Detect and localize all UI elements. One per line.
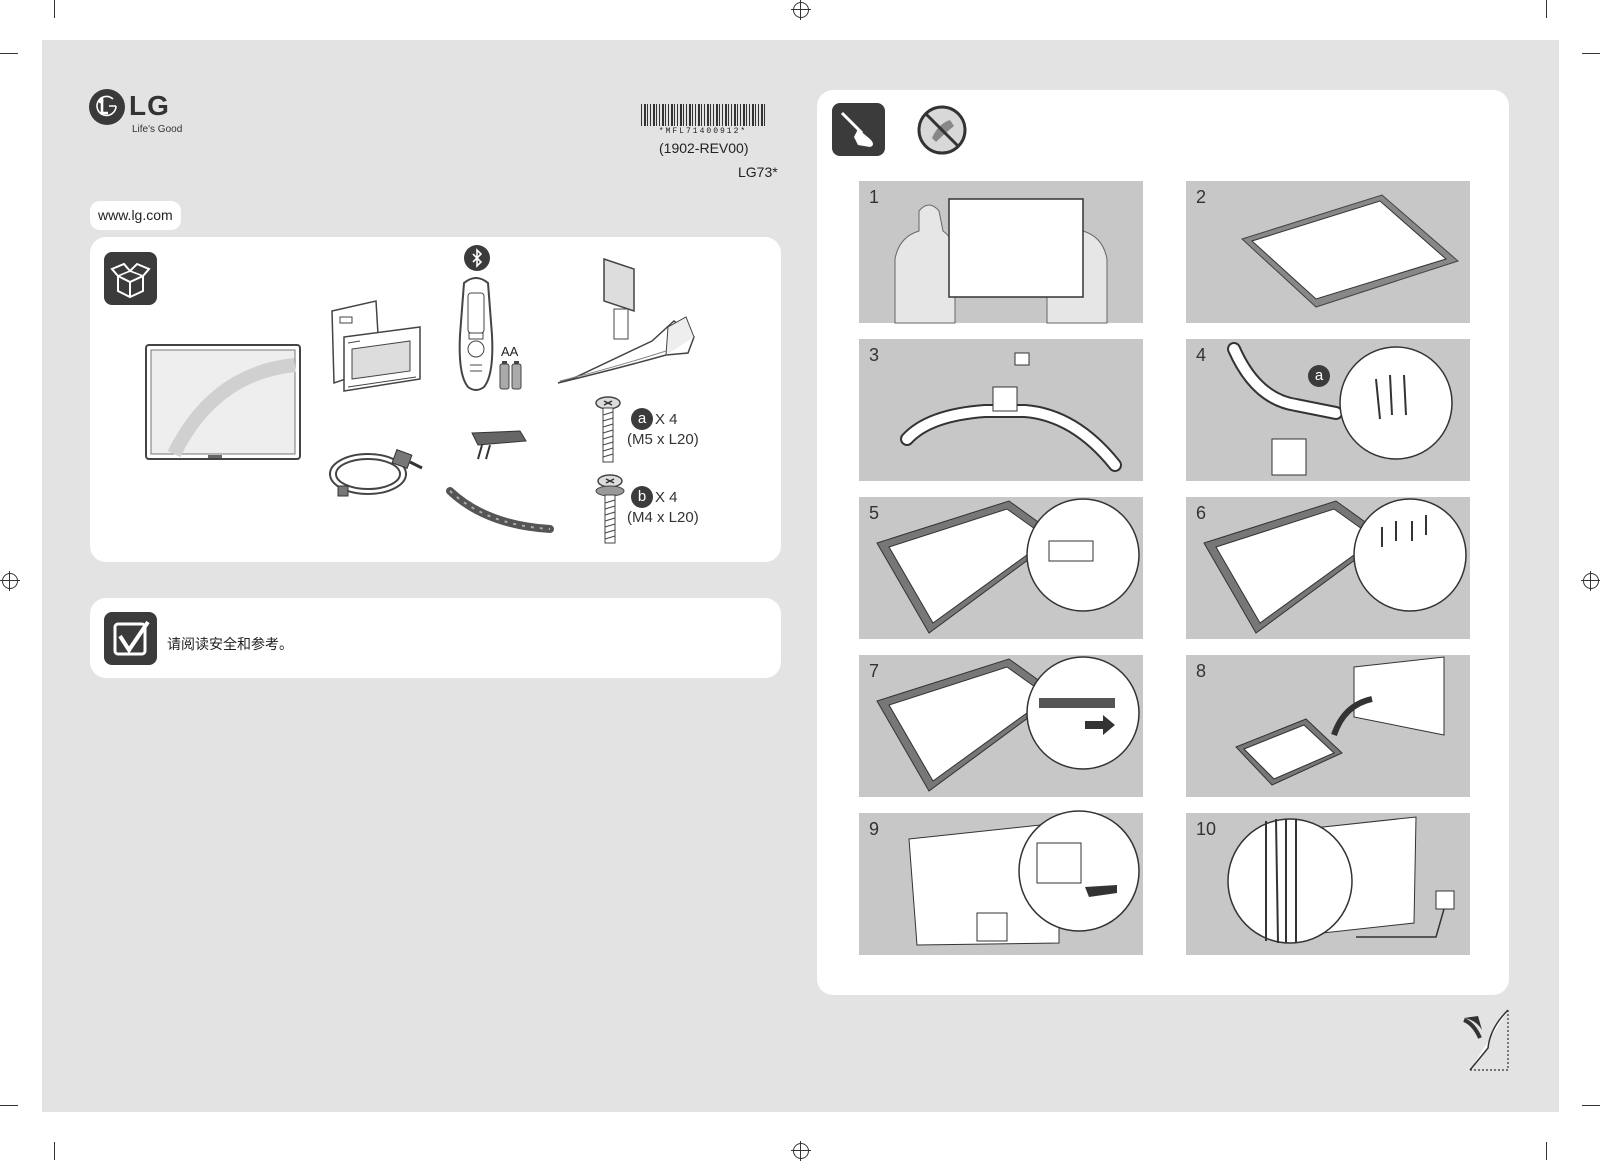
step-number: 3 bbox=[869, 345, 880, 365]
stand-neck-screws bbox=[1227, 342, 1453, 476]
crop-mark bbox=[0, 1105, 18, 1106]
step-number: 4 bbox=[1196, 345, 1207, 365]
registration-mark bbox=[0, 571, 20, 591]
step-number: 2 bbox=[1196, 187, 1207, 207]
step-number: 9 bbox=[869, 819, 880, 839]
barcode-number: *MFL71400912* bbox=[658, 127, 748, 136]
screw-a-quantity: X 4 bbox=[655, 411, 678, 428]
website-link[interactable]: www.lg.com bbox=[90, 201, 181, 230]
accessories-panel: AA a X 4 (M5 x L20) b X 4 (M4 x L2 bbox=[90, 237, 781, 562]
step-2: 2 bbox=[1186, 181, 1470, 323]
revision-code: (1902-REV00) bbox=[659, 140, 749, 156]
step-9: 9 bbox=[859, 810, 1143, 955]
stand-base-assembly bbox=[900, 352, 1122, 472]
step-number: 8 bbox=[1196, 661, 1207, 681]
step-3: 3 bbox=[859, 339, 1143, 481]
cable-management-and-plug bbox=[1227, 816, 1455, 944]
barcode bbox=[641, 104, 765, 126]
two-people-lifting-tv bbox=[894, 198, 1108, 324]
registration-mark bbox=[791, 1141, 811, 1161]
step-number: 6 bbox=[1196, 503, 1207, 523]
bluetooth-icon bbox=[464, 245, 490, 271]
safety-panel bbox=[90, 598, 781, 678]
screwdriver-icon bbox=[832, 103, 885, 156]
crop-mark bbox=[1546, 1142, 1547, 1160]
prohibited-icon bbox=[917, 105, 967, 155]
stand-tv-upright bbox=[1235, 656, 1445, 786]
screw-a-icon bbox=[595, 396, 621, 463]
cable-tie bbox=[446, 487, 554, 533]
manual-booklets bbox=[331, 300, 421, 392]
crop-mark bbox=[1582, 1105, 1600, 1106]
crop-mark bbox=[54, 0, 55, 18]
open-box-icon bbox=[104, 252, 157, 305]
screw-b-badge: b bbox=[631, 486, 653, 508]
screw-b-icon bbox=[595, 474, 625, 544]
battery-label: AA bbox=[501, 344, 519, 359]
page-turn-icon bbox=[1463, 1009, 1509, 1071]
lg-logo-icon bbox=[89, 89, 125, 125]
screw-a-spec: (M5 x L20) bbox=[627, 431, 699, 448]
cable-holder-insert bbox=[876, 656, 1140, 792]
step-8: 8 bbox=[1186, 655, 1470, 797]
safety-instruction: 请阅读安全和参考。 bbox=[167, 636, 293, 652]
brand-tagline: Life's Good bbox=[132, 124, 183, 135]
aa-batteries bbox=[499, 361, 522, 390]
step-number: 5 bbox=[869, 503, 880, 523]
registration-mark bbox=[791, 0, 811, 20]
crop-mark bbox=[54, 1142, 55, 1160]
crop-mark bbox=[1546, 0, 1547, 18]
step-1: 1 bbox=[859, 181, 1143, 324]
crop-mark bbox=[1582, 53, 1600, 54]
screw-b-spec: (M4 x L20) bbox=[627, 509, 699, 526]
tv-illustration bbox=[145, 344, 301, 460]
back-cover-holder bbox=[908, 810, 1140, 946]
checkbox-icon bbox=[104, 612, 157, 665]
power-cable bbox=[329, 449, 423, 497]
screw-b-quantity: X 4 bbox=[655, 489, 678, 506]
model-number: LG73* bbox=[738, 164, 778, 180]
step-10: 10 bbox=[1186, 813, 1470, 955]
step-5: 5 bbox=[859, 497, 1143, 639]
cable-holder bbox=[471, 430, 527, 460]
crop-mark bbox=[0, 53, 18, 54]
registration-mark bbox=[1581, 571, 1600, 591]
screw-a-badge: a bbox=[631, 408, 653, 430]
stand-illustration bbox=[557, 257, 695, 384]
step-number: 10 bbox=[1196, 819, 1217, 839]
screw-stand-to-tv bbox=[1203, 498, 1467, 634]
screw-a-badge: a bbox=[1308, 365, 1330, 387]
tv-on-cushion bbox=[1241, 194, 1459, 308]
step-4: 4 a bbox=[1186, 339, 1470, 481]
magic-remote bbox=[458, 277, 494, 391]
step-number: 7 bbox=[869, 661, 880, 681]
stand-attach-to-tv bbox=[876, 498, 1140, 634]
brand-name: LG bbox=[129, 90, 170, 121]
step-7: 7 bbox=[859, 655, 1143, 797]
step-6: 6 b bbox=[1186, 497, 1470, 639]
step-number: 1 bbox=[869, 187, 880, 207]
